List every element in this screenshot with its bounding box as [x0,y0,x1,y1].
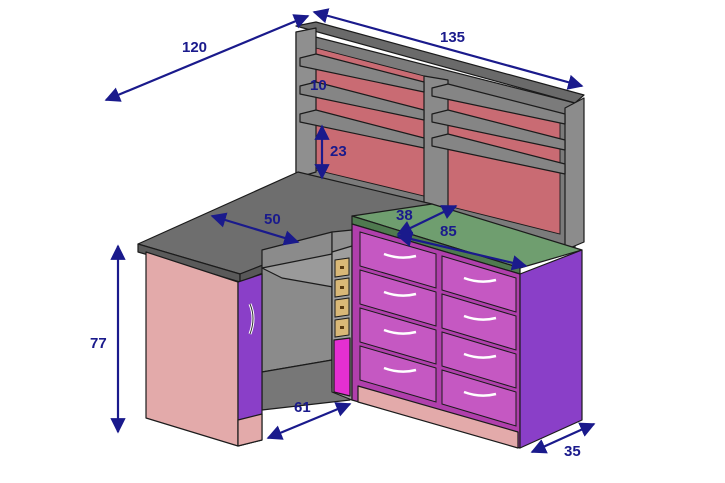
right-cabinet [351,203,583,449]
small-drawer-knob-icon [340,286,344,289]
drawer-left-3 [359,307,437,365]
large-drawers [359,231,517,427]
drawer-right-3 [441,331,517,389]
dim-label-height: 77 [90,335,107,352]
dimension-labels: 120 135 10 23 50 38 85 77 61 35 [90,29,581,460]
hutch-shelves-right [431,83,566,175]
drawer-right-2 [441,293,517,351]
cabinet-plinth [357,385,519,449]
pedestal-plinth [237,413,263,447]
dim-label-counter-depth: 38 [396,207,413,224]
left-pedestal [145,251,263,447]
small-drawer-knob-icon [340,306,344,309]
drawer-handle-icon [463,276,497,283]
dim-line-35 [530,422,596,454]
dim-line-85 [396,231,528,271]
small-drawer-knob-icon [340,326,344,329]
dim-line-50 [210,212,300,246]
small-drawers [334,257,350,338]
magenta-strip [333,337,351,397]
drawer-handle-icon [383,290,417,297]
drawer-handle-icon [383,328,417,335]
drawer-handle-icon [463,390,497,397]
drawer-handle-icon [463,314,497,321]
dim-label-shelf-top: 10 [310,77,327,94]
dim-label-desk-depth: 50 [264,211,281,228]
dim-label-shelf-spacing: 23 [330,143,347,160]
drawer-handle-icon [383,366,417,373]
hutch-right-side [564,97,585,251]
drawer-left-2 [359,269,437,327]
small-drawer-column [331,245,353,401]
small-drawer-knob-icon [340,266,344,269]
dimension-lines [104,8,596,454]
dim-line-61 [266,402,352,440]
knee-back [261,231,333,373]
cabinet-side [519,249,583,449]
dim-line-135 [312,8,584,90]
dim-line-120 [104,14,310,102]
drawer-right-4 [441,369,517,427]
dim-label-knee-width: 61 [294,399,311,416]
dim-label-hutch-depth: 120 [182,39,207,56]
drawer-left-4 [359,345,437,403]
dim-line-38 [396,205,458,235]
drawer-handle-icon [463,352,497,359]
hutch-left-side [295,27,317,179]
dim-label-base-depth: 35 [564,443,581,460]
pedestal-front [145,251,239,447]
dim-label-counter-width: 85 [440,223,457,240]
dim-label-hutch-width: 135 [440,29,465,46]
